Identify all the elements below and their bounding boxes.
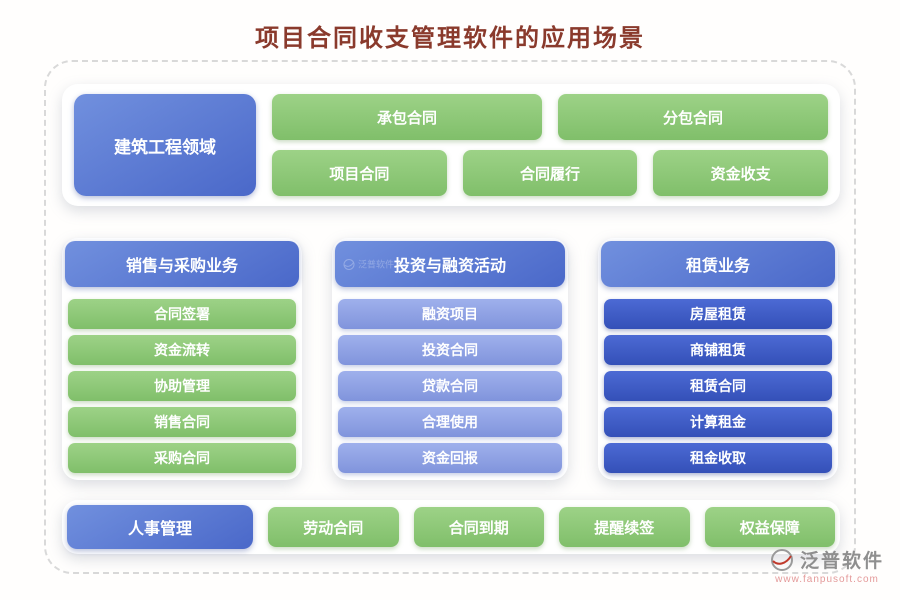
investment-financing-header: 泛普软件 投资与融资活动 bbox=[335, 241, 565, 287]
list-item: 租赁合同 bbox=[604, 371, 832, 401]
brand-watermark: 泛普软件 bbox=[343, 258, 394, 271]
list-item: 销售合同 bbox=[68, 407, 296, 437]
brand-url: www.fanpusoft.com bbox=[775, 574, 879, 585]
construction-row-1: 承包合同 分包合同 bbox=[272, 94, 828, 140]
list-item: 资金回报 bbox=[338, 443, 562, 473]
list-item: 合同签署 bbox=[68, 299, 296, 329]
leasing-items: 房屋租赁 商铺租赁 租赁合同 计算租金 租金收取 bbox=[601, 299, 835, 473]
construction-item-contracting: 承包合同 bbox=[272, 94, 542, 140]
hr-section: 人事管理 劳动合同 合同到期 提醒续签 权益保障 bbox=[62, 500, 840, 554]
construction-item-subcontract: 分包合同 bbox=[558, 94, 828, 140]
leasing-section: 租赁业务 房屋租赁 商铺租赁 租赁合同 计算租金 租金收取 bbox=[598, 238, 838, 480]
construction-item-project-contract: 项目合同 bbox=[272, 150, 447, 196]
brand-row: 泛普软件 bbox=[770, 546, 884, 573]
list-item: 采购合同 bbox=[68, 443, 296, 473]
sales-procurement-items: 合同签署 资金流转 协助管理 销售合同 采购合同 bbox=[65, 299, 299, 473]
dashed-frame bbox=[44, 60, 856, 574]
list-item: 计算租金 bbox=[604, 407, 832, 437]
hr-item-labor-contract: 劳动合同 bbox=[268, 507, 399, 547]
brand-name: 泛普软件 bbox=[799, 551, 884, 572]
list-item: 房屋租赁 bbox=[604, 299, 832, 329]
hr-item-contract-expiry: 合同到期 bbox=[413, 507, 544, 547]
list-item: 合理使用 bbox=[338, 407, 562, 437]
list-item: 协助管理 bbox=[68, 371, 296, 401]
construction-items: 承包合同 分包合同 项目合同 合同履行 资金收支 bbox=[272, 94, 829, 196]
brand-footer: 泛普软件 www.fanpusoft.com bbox=[770, 546, 884, 585]
sales-procurement-header: 销售与采购业务 bbox=[65, 241, 299, 287]
leasing-header: 租赁业务 bbox=[601, 241, 835, 287]
hr-header: 人事管理 bbox=[67, 505, 253, 549]
investment-financing-items: 融资项目 投资合同 贷款合同 合理使用 资金回报 bbox=[335, 299, 565, 473]
construction-section: 建筑工程领域 承包合同 分包合同 项目合同 合同履行 资金收支 bbox=[62, 84, 840, 206]
investment-financing-section: 泛普软件 投资与融资活动 融资项目 投资合同 贷款合同 合理使用 资金回报 bbox=[332, 238, 568, 480]
construction-item-contract-performance: 合同履行 bbox=[462, 150, 638, 196]
investment-financing-header-label: 投资与融资活动 bbox=[393, 258, 506, 275]
list-item: 资金流转 bbox=[68, 335, 296, 365]
sales-procurement-section: 销售与采购业务 合同签署 资金流转 协助管理 销售合同 采购合同 bbox=[62, 238, 302, 480]
construction-header: 建筑工程领域 bbox=[74, 94, 256, 196]
list-item: 投资合同 bbox=[338, 335, 562, 365]
brand-watermark-text: 泛普软件 bbox=[358, 259, 395, 270]
construction-row-2: 项目合同 合同履行 资金收支 bbox=[272, 150, 829, 196]
fanpu-logo-icon bbox=[770, 548, 793, 571]
fanpu-logo-icon bbox=[343, 258, 355, 270]
construction-item-fund-flow: 资金收支 bbox=[653, 150, 829, 196]
hr-item-renewal-reminder: 提醒续签 bbox=[559, 507, 690, 547]
hr-item-rights-protection: 权益保障 bbox=[704, 507, 835, 547]
list-item: 融资项目 bbox=[338, 299, 562, 329]
page-title: 项目合同收支管理软件的应用场景 bbox=[255, 26, 645, 52]
list-item: 贷款合同 bbox=[338, 371, 562, 401]
list-item: 租金收取 bbox=[604, 443, 832, 473]
list-item: 商铺租赁 bbox=[604, 335, 832, 365]
